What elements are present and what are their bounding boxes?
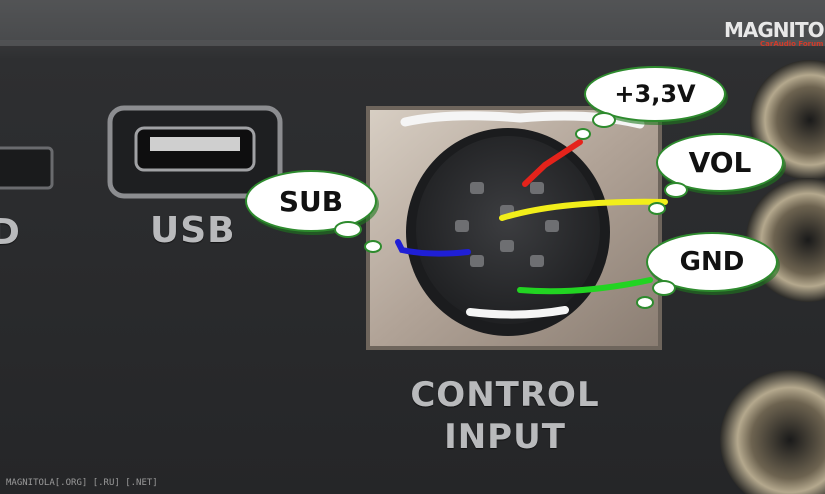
callout-vol-tail-dot-2 xyxy=(648,202,666,215)
watermark-text: MAGNITOLA[.ORG] [.RU] [.NET] xyxy=(6,478,158,488)
magnitola-logo: MAGNITOLA xyxy=(724,18,825,42)
usb-label: USB xyxy=(150,210,236,251)
wire-vol xyxy=(499,198,668,221)
callout-vol-label: VOL xyxy=(688,146,752,179)
callout-v33-tail-dot-2 xyxy=(575,128,591,140)
callout-v33-tail-dot-1 xyxy=(592,112,616,128)
control-input-label-line2: INPUT xyxy=(444,417,566,457)
callout-sub-tail-dot-2 xyxy=(364,240,382,253)
control-input-label-line1: CONTROL xyxy=(410,375,600,415)
callout-gnd-tail-dot-2 xyxy=(636,296,654,309)
callout-sub-tail-dot-1 xyxy=(334,221,362,238)
callout-vol-tail-dot-1 xyxy=(664,182,688,198)
callout-gnd-label: GND xyxy=(679,247,745,277)
callout-v33-label: +3,3V xyxy=(614,80,696,108)
wire-sub xyxy=(395,239,471,257)
wire-gnd xyxy=(517,277,653,295)
magnitola-logo-tagline: CarAudio Forum xyxy=(760,40,824,48)
wire-v33 xyxy=(522,139,583,187)
callout-sub-label: SUB xyxy=(278,184,344,218)
panel-partial-label: D xyxy=(0,212,21,253)
callout-gnd-tail-dot-1 xyxy=(652,280,676,296)
